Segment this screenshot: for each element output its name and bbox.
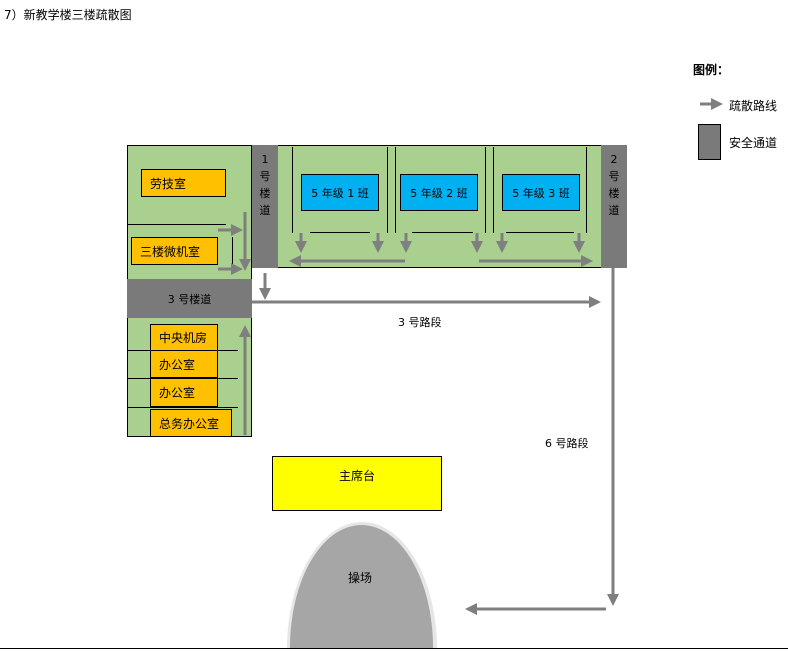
stair-2-char: 楼 [608, 187, 620, 200]
wall [310, 232, 370, 233]
wall [493, 147, 494, 233]
playground-label: 操场 [348, 571, 373, 585]
room-general-office: 总务办公室 [150, 409, 232, 437]
wall [506, 232, 574, 233]
legend-exit-label: 安全通道 [729, 136, 778, 150]
room-computer: 三楼微机室 [131, 237, 218, 265]
stair-2-char: 号 [608, 170, 620, 183]
wall [387, 147, 388, 233]
legend-title: 图例： [693, 63, 730, 77]
class-2: 5 年级 2 班 [400, 174, 478, 211]
wall [395, 147, 396, 233]
legend-route-label: 疏散路线 [729, 99, 778, 113]
stair-1-char: 道 [259, 204, 271, 217]
wall [586, 147, 587, 233]
room-office-2: 办公室 [150, 378, 218, 407]
wall [128, 407, 238, 408]
wall [292, 147, 293, 233]
room-labor: 劳技室 [141, 169, 226, 197]
wall [412, 232, 473, 233]
stair-1: 1 号 楼 道 [252, 145, 278, 268]
page-border [0, 648, 788, 649]
legend-exit-swatch [698, 124, 721, 160]
stair-2-char: 2 [610, 153, 618, 166]
podium: 主席台 [272, 456, 442, 511]
page-title: 7）新教学楼三楼疏散图 [4, 8, 132, 22]
stair-1-char: 号 [259, 170, 271, 183]
stair-1-char: 1 [261, 153, 269, 166]
wall [232, 237, 233, 273]
route-6-label: 6 号路段 [545, 437, 589, 450]
route-3-label: 3 号路段 [398, 316, 442, 329]
room-office-1: 办公室 [150, 350, 218, 378]
wall [485, 147, 486, 233]
stair-2-char: 道 [608, 204, 620, 217]
stair-1-char: 楼 [259, 187, 271, 200]
class-1: 5 年级 1 班 [301, 174, 379, 211]
stair-2: 2 号 楼 道 [601, 145, 627, 268]
wall [128, 224, 226, 225]
class-3: 5 年级 3 班 [502, 174, 580, 211]
room-server: 中央机房 [150, 324, 218, 351]
stair-3: 3 号楼道 [127, 279, 252, 318]
